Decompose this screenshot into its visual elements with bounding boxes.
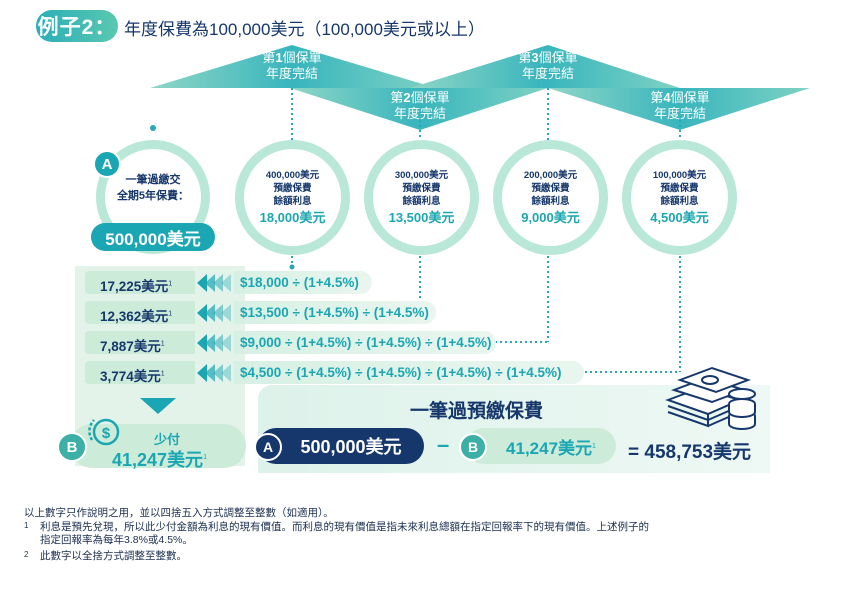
- triangle-year-1: [150, 45, 436, 88]
- row-4-amount: 3,774美元1: [100, 369, 165, 384]
- equation-minus: –: [437, 432, 450, 457]
- footnote-1-line1: 利息是預先兌現，所以此少付金額為利息的現有價值。而利息的現有價值是指未來利息總額…: [40, 521, 649, 533]
- lump-sum-line1: 一筆過繳交: [125, 174, 181, 186]
- dollar-refund-icon: $: [88, 418, 120, 446]
- row-4-amount-bg: [85, 361, 195, 384]
- badge-a-equation: A: [254, 433, 282, 461]
- row-1-formula: $18,000 ÷ (1+4.5%): [234, 271, 372, 294]
- footnote-2-text: 此數字以全捨方式調整至整數。: [40, 550, 187, 562]
- interest-circle-3: 200,000美元 預繳保費 餘額利息 9,000美元: [493, 140, 608, 255]
- interest-circle-4: 100,000美元 預繳保費 餘額利息 4,500美元: [622, 140, 737, 255]
- equation-result: = 458,753美元: [628, 442, 752, 463]
- triangle-year-3: [410, 45, 680, 88]
- money-stack-icon: [665, 366, 756, 430]
- interest-circle-2: 300,000美元 預繳保費 餘額利息 13,500美元: [364, 140, 479, 255]
- row-4-formula: $4,500 ÷ (1+4.5%) ÷ (1+4.5%) ÷ (1+4.5%) …: [234, 361, 584, 384]
- discount-label: 少付: [154, 432, 181, 447]
- triangle-year-4: [548, 88, 810, 130]
- footnote-main: 以上數字只作說明之用，並以四捨五入方式調整至整數（如適用）。: [24, 507, 334, 519]
- badge-a-lump: A: [93, 150, 121, 178]
- row-1-arrows-icon: [197, 274, 231, 292]
- row-3-formula: $9,000 ÷ (1+4.5%) ÷ (1+4.5%) ÷ (1+4.5%): [234, 331, 496, 354]
- policy-year-2-label: 第2個保單 年度完結: [390, 90, 450, 121]
- row-4-arrows-icon: [197, 364, 231, 382]
- svg-text:$: $: [102, 425, 111, 442]
- badge-b-discount: B: [57, 432, 87, 462]
- discount-amount: 41,247美元1: [112, 450, 207, 470]
- down-arrow-icon: [140, 398, 176, 414]
- policy-year-1-label: 第1個保單 年度完結: [262, 50, 322, 81]
- footnote-1-mark: 1: [24, 521, 29, 530]
- policy-year-3-label: 第3個保單 年度完結: [518, 50, 578, 81]
- footnote-2-mark: 2: [24, 550, 29, 559]
- row-3-amount: 7,887美元1: [100, 339, 165, 354]
- row-1-amount: 17,225美元1: [100, 279, 173, 294]
- equation-a-amount: 500,000美元: [258, 428, 424, 464]
- equation-title: 一筆過預繳保費: [410, 401, 544, 422]
- row-2-arrows-icon: [197, 304, 231, 322]
- row-3-arrows-icon: [197, 334, 231, 352]
- row-3-amount-bg: [85, 331, 195, 354]
- discount-pill: [70, 424, 246, 468]
- triangle-year-2: [290, 88, 548, 130]
- badge-b-equation: B: [459, 433, 487, 461]
- interest-circle-1: 400,000美元 預繳保費 餘額利息 18,000美元: [235, 140, 350, 255]
- lump-sum-line2: 全期5年保費：: [116, 190, 190, 202]
- footnote-1-line2: 指定回報率為每年3.8%或4.5%。: [40, 534, 193, 546]
- row-1-amount-bg: [85, 271, 195, 294]
- example-description: 年度保費為100,000美元（100,000美元或以上）: [124, 20, 485, 39]
- policy-year-triangles: [150, 45, 810, 140]
- row-2-formula: $13,500 ÷ (1+4.5%) ÷ (1+4.5%): [234, 301, 436, 324]
- row-2-amount-bg: [85, 301, 195, 324]
- row-2-amount: 12,362美元1: [100, 309, 173, 324]
- lump-sum-amount: 500,000美元: [91, 223, 215, 251]
- example-label: 例子2：: [36, 10, 118, 42]
- policy-year-4-label: 第4個保單 年度完結: [650, 90, 710, 121]
